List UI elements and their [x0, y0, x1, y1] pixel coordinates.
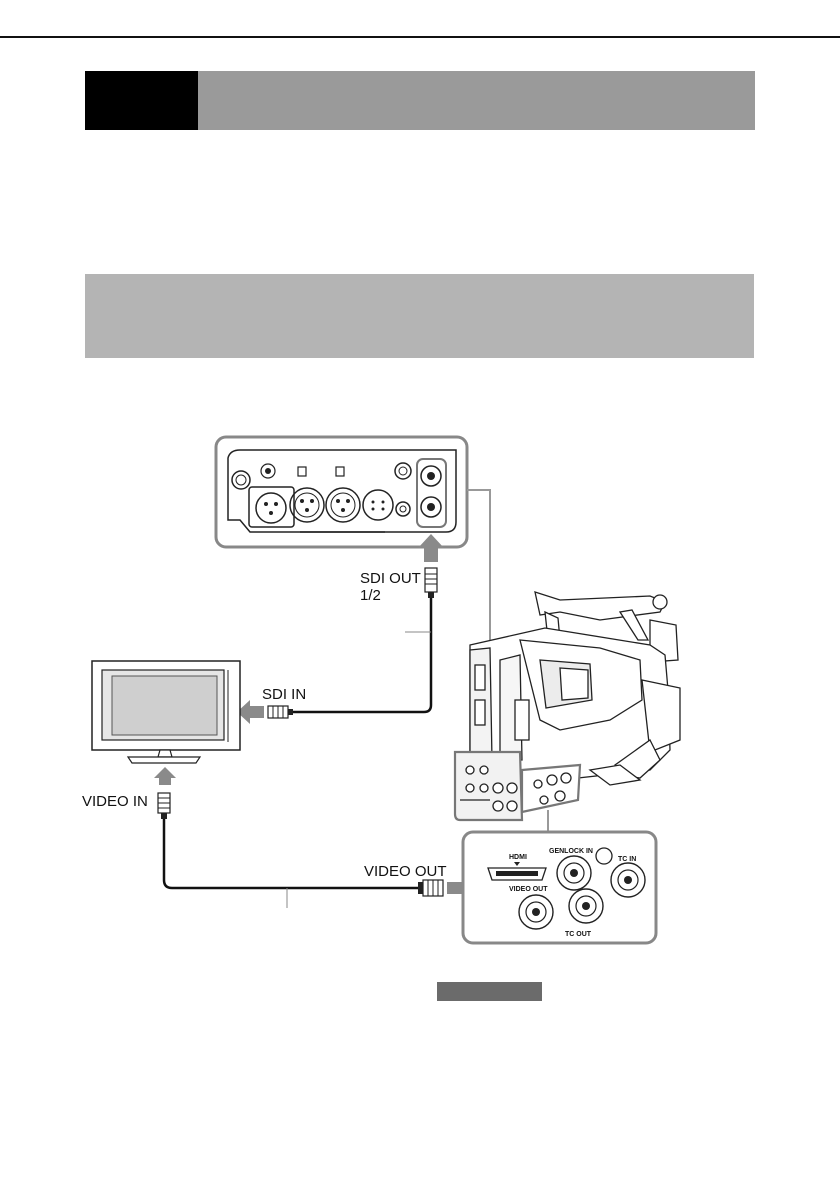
audio-in-1-icon	[289, 487, 325, 523]
chapter-header-bar	[198, 71, 755, 130]
bnc-plug-sdi-out-icon	[424, 567, 438, 598]
sdi-in-label: SDI IN	[262, 686, 306, 703]
page-reference-tag	[437, 982, 542, 1001]
camcorder-illustration	[454, 591, 681, 821]
arrow-left-icon	[237, 700, 264, 724]
video-cable	[162, 819, 418, 890]
genlock-in-panel-label: GENLOCK IN	[549, 848, 593, 855]
dc-out-jack-icon	[260, 463, 276, 479]
top-rule	[0, 36, 840, 38]
tc-in-panel-label: TC IN	[618, 856, 636, 863]
arrow-up-icon	[418, 534, 444, 562]
side-connector-panel: HDMI GENLOCK IN TC IN VIDEO OUT TC OUT	[461, 830, 658, 945]
hdmi-panel-label: HDMI	[509, 854, 527, 861]
sdi-cable	[292, 598, 433, 714]
video-out-label: VIDEO OUT	[364, 863, 447, 880]
section-header-bar	[85, 274, 754, 358]
rear-connector-panel	[214, 435, 469, 549]
dc-in-icon	[362, 489, 394, 521]
arrow-up-icon	[154, 767, 176, 785]
connector-area-highlight	[453, 750, 524, 822]
sdi-out-label: SDI OUT	[360, 570, 421, 587]
monitor-illustration	[91, 660, 241, 764]
sdi-out-channels-label: 1/2	[360, 587, 381, 604]
chapter-tab	[85, 71, 198, 130]
video-in-label: VIDEO IN	[82, 793, 148, 810]
tc-out-panel-label: TC OUT	[565, 931, 592, 938]
video-out-panel-label: VIDEO OUT	[509, 886, 548, 893]
sdi-out-1-icon	[420, 465, 442, 487]
knob-icon	[231, 470, 251, 490]
xlr-input-icon	[255, 492, 287, 524]
bnc-plug-sdi-in-icon	[267, 705, 293, 719]
video-panel-highlight	[520, 763, 582, 814]
sdi-out-2-icon	[420, 496, 442, 518]
bnc-plug-video-in-icon	[157, 792, 171, 819]
audio-in-2-icon	[325, 487, 361, 523]
bnc-plug-video-out-icon	[418, 879, 444, 897]
